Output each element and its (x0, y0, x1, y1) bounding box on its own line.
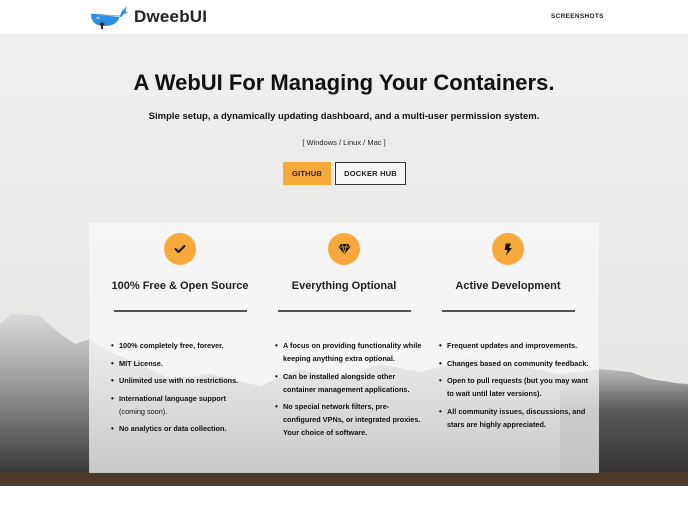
list-item: 100% completely free, forever. (111, 339, 261, 352)
brand-link[interactable]: DweebUI (89, 4, 207, 30)
list-item: International language support(coming so… (111, 392, 261, 418)
list-item: Unlimited use with no restrictions. (111, 374, 261, 387)
divider (278, 310, 411, 312)
list-item: A focus on providing functionality while… (275, 339, 425, 365)
list-item: No special network filters, pre-configur… (275, 400, 425, 439)
list-item: Frequent updates and improvements. (439, 339, 589, 352)
platforms-text: [ Windows / Linux / Mac ] (302, 138, 386, 147)
features-panel: 100% Free & Open Source 100% completely … (89, 223, 599, 473)
divider (114, 310, 247, 312)
feature-list: Frequent updates and improvements. Chang… (439, 339, 589, 435)
list-item: Open to pull requests (but you may want … (439, 374, 589, 400)
docker-hub-button[interactable]: DOCKER HUB (335, 162, 406, 185)
brand-name: DweebUI (134, 7, 208, 26)
list-item: No analytics or data collection. (111, 422, 261, 435)
list-item: Can be installed alongside other contain… (275, 370, 425, 396)
whale-logo-icon (90, 6, 128, 29)
lightning-icon (492, 233, 524, 265)
divider (442, 310, 575, 312)
diamond-icon (328, 233, 360, 265)
check-icon (164, 233, 196, 265)
hero-title: A WebUI For Managing Your Containers. (133, 70, 555, 95)
feature-everything-optional: Everything Optional A focus on providing… (262, 223, 426, 473)
feature-title: 100% Free & Open Source (111, 280, 249, 292)
hero-subtitle: Simple setup, a dynamically updating das… (148, 111, 540, 122)
navbar: DweebUI SCREENSHOTS (0, 0, 688, 34)
hero-section: A WebUI For Managing Your Containers. Si… (0, 34, 688, 486)
list-item: MIT License. (111, 357, 261, 370)
feature-title: Active Development (455, 280, 561, 292)
list-item: All community issues, discussions, and s… (439, 405, 589, 431)
feature-list: 100% completely free, forever. MIT Licen… (111, 339, 261, 440)
feature-active-development: Active Development Frequent updates and … (426, 223, 590, 473)
list-item: Changes based on community feedback. (439, 357, 589, 370)
feature-list: A focus on providing functionality while… (275, 339, 425, 444)
feature-title: Everything Optional (291, 280, 397, 292)
feature-free-open-source: 100% Free & Open Source 100% completely … (98, 223, 262, 473)
github-button[interactable]: GITHUB (283, 162, 331, 185)
nav-link-screenshots[interactable]: SCREENSHOTS (551, 13, 604, 20)
